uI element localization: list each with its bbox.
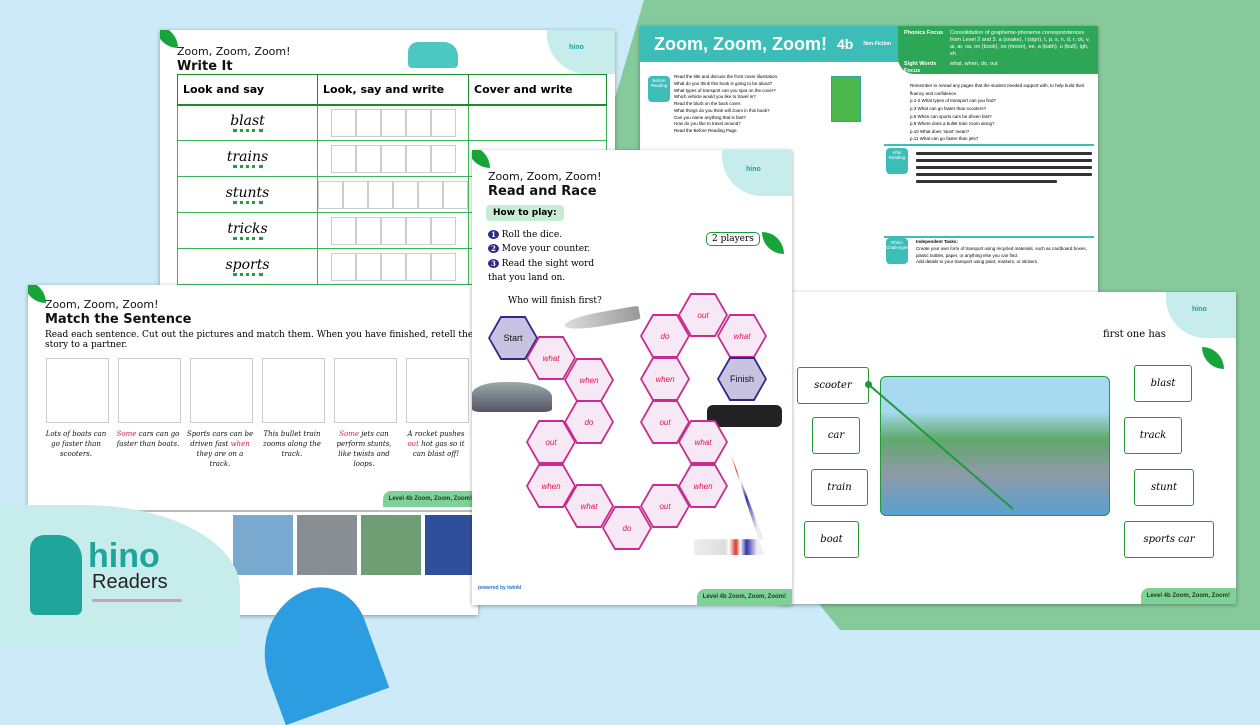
instruction-text: first one has	[1103, 329, 1166, 340]
finish-cell: Finish	[717, 357, 767, 401]
card-slot[interactable]	[262, 358, 325, 423]
connector-line	[868, 384, 1014, 510]
sentence: A rocket pushes out hot gas so it can bl…	[407, 430, 465, 459]
leaf-icon	[28, 285, 46, 303]
logo-hino: hino	[88, 537, 160, 575]
letter-boxes[interactable]	[318, 252, 468, 281]
series-title: Zoom, Zoom, Zoom!	[177, 45, 291, 58]
sheet-title: Write It	[177, 59, 233, 74]
board-cell: when	[640, 357, 690, 401]
instructions: Read each sentence. Cut out the pictures…	[45, 330, 474, 350]
leaf-icon	[160, 30, 178, 48]
picture-card[interactable]	[297, 515, 357, 575]
card-slot[interactable]	[46, 358, 109, 423]
word: stunts	[225, 185, 270, 201]
sentence: Lots of boats can go faster than scooter…	[45, 430, 107, 459]
sentence: This bullet train zooms along the track.	[263, 430, 321, 459]
level-tag: Level 4b Zoom, Zoom, Zoom!	[696, 589, 792, 605]
before-reading-text: Read the title and discuss the front cov…	[674, 74, 779, 133]
leaf-icon	[762, 232, 784, 254]
read-and-race-sheet: Zoom, Zoom, Zoom! Read and Race hino How…	[472, 150, 792, 605]
word: trains	[226, 149, 269, 165]
sentence: Some jets can perform stunts, like twist…	[336, 430, 392, 469]
book-icon	[92, 599, 182, 602]
cover-write-cell[interactable]	[468, 104, 607, 141]
rhino-readers-logo: hino	[1166, 292, 1236, 338]
question-text: Who will finish first?	[508, 296, 602, 306]
letter-boxes[interactable]	[318, 144, 468, 173]
label-train[interactable]: train	[811, 469, 868, 506]
col-look-say-write: Look, say and write	[317, 74, 469, 106]
label-track[interactable]: track	[1124, 417, 1182, 454]
label-it-sheet: first one has hino scooter car train boa…	[780, 292, 1236, 604]
sports-car-icon	[408, 42, 458, 68]
card-slot[interactable]	[190, 358, 253, 423]
col-cover-write: Cover and write	[468, 74, 607, 106]
rhino-readers-logo: hino	[722, 150, 792, 196]
jet-image	[563, 305, 641, 333]
picture-strip	[233, 515, 478, 575]
logo-readers: Readers	[92, 571, 168, 593]
card-slot[interactable]	[118, 358, 181, 423]
label-boat[interactable]: boat	[804, 521, 859, 558]
picture-card[interactable]	[425, 515, 478, 575]
before-reading-badge: Before Reading	[648, 76, 670, 102]
powered-by: powered by twinkl	[478, 585, 522, 591]
letter-boxes[interactable]	[318, 216, 468, 245]
sight-text: what, when, do, out	[950, 60, 998, 67]
after-reading-text	[916, 148, 1092, 187]
race-car-image	[707, 405, 782, 427]
card-slot[interactable]	[334, 358, 397, 423]
letter-boxes[interactable]	[318, 180, 468, 209]
sight-label: Sight Words Focus	[904, 60, 937, 74]
picture-card[interactable]	[361, 515, 421, 575]
label-stunt[interactable]: stunt	[1134, 469, 1194, 506]
rhino-readers-logo: hino	[547, 30, 615, 74]
word: blast	[230, 113, 265, 130]
level-badge: 4b	[836, 36, 854, 52]
players-badge: 2 players	[706, 232, 760, 246]
genre-label: Non-Fiction	[863, 41, 892, 47]
level-tag: Level 4b Zoom, Zoom, Zoom!	[382, 491, 478, 507]
challenges-text: Independent Tasks: Create your own form …	[916, 239, 1087, 265]
bullet-train-image	[472, 382, 552, 412]
leaf-icon	[472, 150, 490, 168]
rhino-icon	[30, 535, 82, 615]
series-title: Zoom, Zoom, Zoom!	[45, 298, 159, 311]
picture-card-slots	[46, 358, 469, 423]
rhino-challenges-badge: Rhino Challenges	[886, 238, 909, 264]
sentence-list: Lots of boats can go faster than scooter…	[42, 429, 470, 470]
guidance-title: Zoom, Zoom, Zoom!	[654, 33, 827, 54]
phonics-text: Consolidation of grapheme-phoneme corres…	[950, 30, 1090, 58]
sheet-title: Match the Sentence	[45, 312, 192, 327]
level-tag: Level 4b Zoom, Zoom, Zoom!	[1140, 588, 1236, 604]
leaf-icon	[1202, 347, 1224, 369]
during-reading-text: Remember to reread any pages that the st…	[910, 83, 1085, 142]
how-to-play-label: How to play:	[486, 205, 564, 221]
sheet-title: Read and Race	[488, 184, 597, 199]
sentence: Sports cars can be driven fast when they…	[186, 430, 254, 469]
label-car[interactable]: car	[812, 417, 860, 454]
word: tricks	[227, 221, 268, 237]
series-title: Zoom, Zoom, Zoom!	[488, 170, 602, 183]
label-scooter[interactable]: scooter	[797, 367, 869, 404]
letter-boxes[interactable]	[318, 108, 468, 137]
label-blast[interactable]: blast	[1134, 365, 1192, 402]
steps-list: 1 Roll the dice. 2 Move your counter. 3 …	[488, 230, 595, 284]
after-reading-badge: After Reading	[886, 148, 908, 174]
col-look-say: Look and say	[177, 74, 318, 106]
word: sports	[225, 257, 270, 273]
book-cover-thumbnail	[831, 76, 861, 122]
card-slot[interactable]	[406, 358, 469, 423]
phonics-label: Phonics Focus	[904, 30, 944, 36]
phonics-panel: Phonics Focus Consolidation of grapheme-p…	[898, 26, 1098, 74]
picture-card[interactable]	[233, 515, 293, 575]
table-row: blast	[177, 104, 607, 141]
sentence: Some cars can go faster than boats.	[116, 430, 180, 449]
label-sports-car[interactable]: sports car	[1124, 521, 1214, 558]
